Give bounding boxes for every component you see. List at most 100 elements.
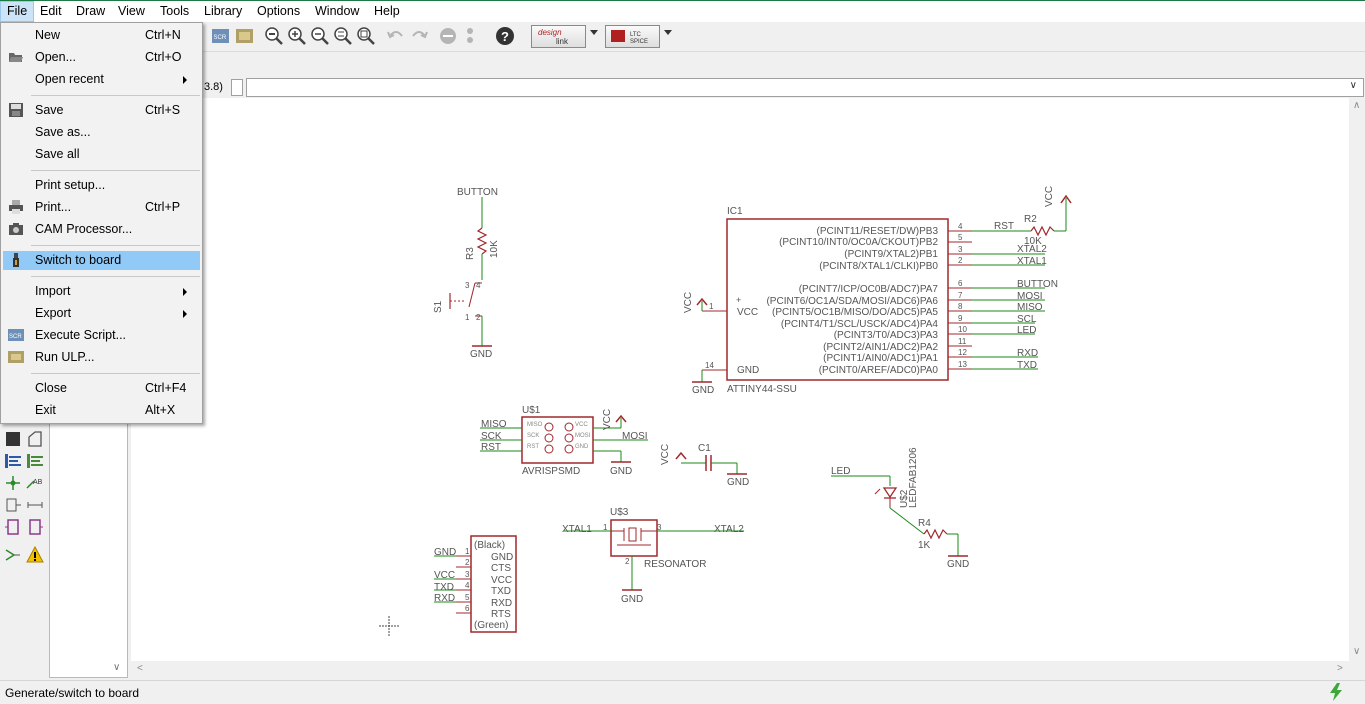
menu-item-switch-to-board[interactable]: Switch to board — [3, 251, 200, 270]
script-icon: SCR — [8, 329, 24, 341]
ltspice-dropdown-icon[interactable] — [664, 30, 672, 35]
menu-item-run-ulp[interactable]: Run ULP... — [3, 348, 200, 367]
net-label-led: LED — [1017, 325, 1036, 336]
net-label-ftdi-gnd: GND — [434, 547, 456, 558]
lightning-icon[interactable] — [1329, 683, 1343, 701]
label-tool-icon[interactable]: AB — [26, 474, 44, 492]
menu-tools[interactable]: Tools — [160, 4, 190, 18]
r2-value: 10K — [1024, 236, 1042, 247]
menu-file[interactable]: File — [0, 1, 35, 22]
attribute-tool-icon[interactable] — [4, 518, 22, 536]
ulp-tool-icon[interactable] — [234, 25, 256, 47]
menu-options[interactable]: Options — [257, 4, 301, 18]
menu-edit[interactable]: Edit — [40, 4, 62, 18]
scroll-right-icon[interactable]: > — [1337, 663, 1343, 674]
menu-help[interactable]: Help — [374, 4, 400, 18]
stop-icon[interactable] — [437, 25, 459, 47]
scroll-down-icon[interactable]: ∨ — [1353, 646, 1361, 657]
ic1-pin-num-3: 3 — [958, 245, 963, 254]
zoom-out-icon[interactable] — [309, 25, 331, 47]
vertical-scrollbar[interactable]: ∧ ∨ — [1349, 98, 1365, 661]
panel-scroll-down-icon[interactable]: ∨ — [113, 662, 121, 673]
svg-text:design: design — [538, 28, 562, 37]
menu-item-print-setup[interactable]: Print setup... — [35, 178, 106, 192]
frame-tool-icon[interactable] — [4, 430, 22, 448]
zoom-select-icon[interactable] — [355, 25, 377, 47]
vcc-label-c1: VCC — [660, 444, 671, 465]
ftdi-pin-rxd: RXD — [491, 598, 512, 609]
redo-icon[interactable] — [408, 25, 430, 47]
zoom-fit-icon[interactable] — [263, 25, 285, 47]
menu-draw[interactable]: Draw — [76, 4, 106, 18]
ftdi-pin-gnd: GND — [491, 552, 513, 563]
menu-item-save-as[interactable]: Save as... — [35, 125, 91, 139]
svg-text:SCR: SCR — [214, 35, 227, 41]
go-icon[interactable] — [459, 25, 481, 47]
zoom-in-icon[interactable] — [286, 25, 308, 47]
gnd-label-ic1: GND — [692, 385, 714, 396]
svg-text:AB: AB — [33, 479, 43, 486]
menu-item-execute-script[interactable]: SCR Execute Script... — [8, 328, 127, 342]
erc-tool-icon[interactable] — [4, 546, 22, 564]
vcc-label-ic1: VCC — [683, 292, 694, 313]
horizontal-scrollbar[interactable]: < > — [131, 661, 1349, 678]
menu-item-open[interactable]: Open...Ctrl+O — [3, 48, 200, 67]
menu-window[interactable]: Window — [315, 4, 360, 18]
menu-item-save-all[interactable]: Save all — [35, 147, 80, 161]
script-tool-icon[interactable]: SCR — [210, 25, 232, 47]
ic1-vcc-pin: 1 — [709, 302, 714, 311]
undo-icon[interactable] — [385, 25, 407, 47]
junction-tool-icon[interactable] — [4, 474, 22, 492]
schematic-canvas[interactable]: BUTTON R3 10K 3 4 1 2 S1 GND IC1 ATTINY4… — [131, 98, 1349, 661]
scroll-left-icon[interactable]: < — [137, 663, 143, 674]
bus-tool-icon[interactable] — [4, 452, 22, 470]
ic1-pin-pa5: (PCINT5/OC1B/MISO/DO/ADC5)PA5 — [772, 307, 938, 318]
net-class-tool-icon[interactable] — [26, 452, 44, 470]
errors-warning-icon[interactable] — [26, 546, 44, 564]
ftdi-pin-num-4: 4 — [465, 581, 470, 590]
replace-tool-icon[interactable] — [26, 518, 44, 536]
s1-name: S1 — [433, 300, 444, 313]
menu-item-cam-processor[interactable]: CAM Processor... — [3, 220, 200, 239]
u1-pin-gnd: GND — [575, 444, 589, 450]
pin-swap-tool-icon[interactable] — [26, 496, 44, 514]
ic1-pin-pb1: (PCINT9/XTAL2)PB1 — [844, 249, 938, 260]
gate-swap-tool-icon[interactable] — [4, 496, 22, 514]
menu-library[interactable]: Library — [204, 4, 243, 18]
s1-pin-2: 2 — [476, 313, 481, 322]
menu-view[interactable]: View — [118, 4, 145, 18]
command-line-input[interactable] — [246, 78, 1364, 97]
ic1-pin-num-9: 9 — [958, 314, 963, 323]
menu-item-open-recent[interactable]: Open recent — [3, 70, 200, 89]
designlink-dropdown-icon[interactable] — [590, 30, 598, 35]
ftdi-pin-num-6: 6 — [465, 604, 470, 613]
u1-pin-miso: MISO — [527, 422, 543, 428]
command-history-chevron-icon[interactable]: ∨ — [1349, 80, 1357, 91]
net-label-button-ic: BUTTON — [1017, 279, 1058, 290]
ftdi-pin-num-3: 3 — [465, 570, 470, 579]
ic1-pin-num-8: 8 — [958, 302, 963, 311]
menu-item-import[interactable]: Import — [3, 282, 200, 301]
scroll-up-icon[interactable]: ∧ — [1353, 100, 1361, 111]
ic1-gnd-pin: 14 — [705, 361, 714, 370]
zoom-redraw-icon[interactable] — [332, 25, 354, 47]
window-top-border — [0, 0, 1365, 1]
dimension-tool-icon[interactable] — [26, 430, 44, 448]
s1-pin-3: 3 — [465, 281, 470, 290]
coordinate-grid-button[interactable] — [231, 79, 243, 96]
s1-pin-4: 4 — [476, 281, 481, 290]
menu-item-print[interactable]: Print...Ctrl+P — [3, 198, 200, 217]
ic1-pin-num-11: 11 — [958, 337, 967, 346]
printer-icon — [9, 200, 23, 214]
help-icon[interactable]: ? — [494, 25, 516, 47]
ic1-pin-pa7: (PCINT7/ICP/OC0B/ADC7)PA7 — [799, 284, 939, 295]
menu-item-export[interactable]: Export — [3, 304, 200, 323]
u2-name: U$2 — [899, 489, 910, 508]
ic1-pin-num-5: 5 — [958, 233, 963, 242]
